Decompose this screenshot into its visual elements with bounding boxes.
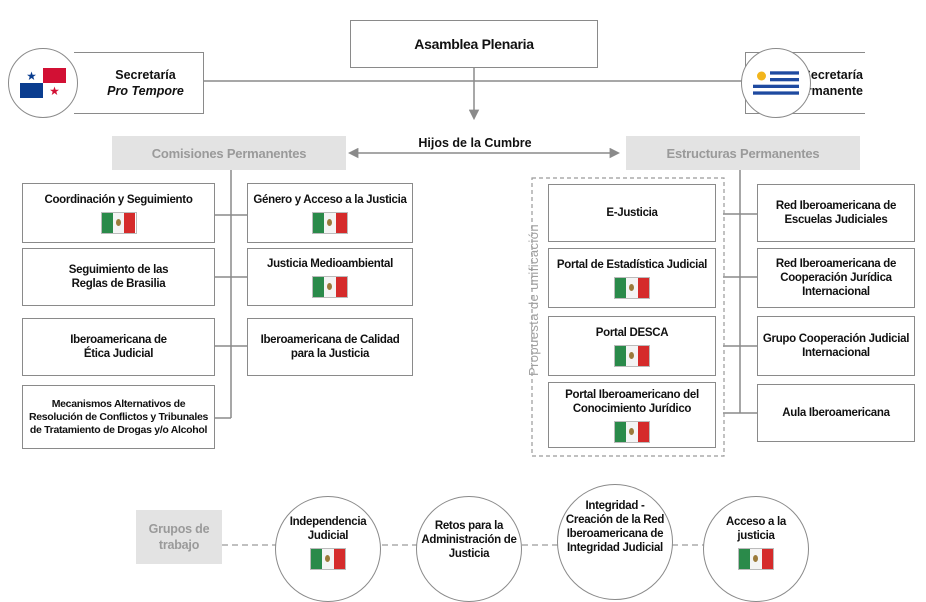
commission-reglas-brasilia-label: Seguimiento de las Reglas de Brasilia xyxy=(68,264,169,290)
structure-cooperacion-judicial-label: Grupo Cooperación Judicial Internacional xyxy=(762,333,910,359)
structure-escuelas-judiciales-label: Red Iberoamericana de Escuelas Judiciale… xyxy=(775,200,897,226)
commission-genero: Género y Acceso a la Justicia xyxy=(247,183,413,243)
mexico-flag-icon xyxy=(738,548,774,570)
structure-e-justicia-label: E-Justicia xyxy=(606,207,658,219)
mexico-flag-icon xyxy=(614,276,650,299)
structure-cooperacion-juridica: Red Iberoamericana de Cooperación Jurídi… xyxy=(757,248,915,308)
commission-etica-judicial: Iberoamericana de Ética Judicial xyxy=(22,318,215,376)
mexico-flag-icon xyxy=(100,211,137,234)
group-independencia-judicial-label: Independencia Judicial xyxy=(289,516,367,542)
secretaria-pro-tempore-line1: Secretaría xyxy=(115,68,176,82)
structure-conocimiento-juridico: Portal Iberoamericano del Conocimiento J… xyxy=(548,382,716,448)
mexico-flag-icon xyxy=(614,420,650,443)
grupos-de-trabajo-title: Grupos de trabajo xyxy=(136,510,222,564)
group-independencia-judicial: Independencia Judicial xyxy=(275,496,381,602)
commission-mecanismos-alternativos-label: Mecanismos Alternativos de Resolución de… xyxy=(28,397,209,436)
group-retos-administracion-label: Retos para la Administración de Justicia xyxy=(421,520,517,560)
uruguay-flag-icon xyxy=(741,48,811,118)
structure-portal-desca-label: Portal DESCA xyxy=(595,326,669,339)
commission-etica-judicial-label: Iberoamericana de Ética Judicial xyxy=(70,334,167,360)
commission-calidad-justicia-label: Iberoamericana de Calidad para la Justic… xyxy=(260,334,400,360)
structure-cooperacion-judicial: Grupo Cooperación Judicial Internacional xyxy=(757,316,915,376)
comisiones-permanentes-title: Comisiones Permanentes xyxy=(112,136,346,170)
commission-medioambiental-label: Justicia Medioambiental xyxy=(266,257,394,270)
structure-cooperacion-juridica-label: Red Iberoamericana de Cooperación Jurídi… xyxy=(775,258,897,298)
group-acceso-justicia-label: Acceso a la justicia xyxy=(726,516,786,542)
structure-aula-iberoamericana-label: Aula Iberoamericana xyxy=(782,407,890,419)
mexico-flag-icon xyxy=(310,548,346,570)
asamblea-plenaria-title: Asamblea Plenaria xyxy=(414,36,534,52)
secretaria-pro-tempore-label: Secretaría Pro Tempore xyxy=(74,52,204,114)
secretaria-permanente: Secretaría Permanente xyxy=(741,48,915,118)
structure-escuelas-judiciales: Red Iberoamericana de Escuelas Judiciale… xyxy=(757,184,915,242)
group-integridad: Integridad - Creación de la Red Iberoame… xyxy=(557,484,673,600)
structure-e-justicia: E-Justicia xyxy=(548,184,716,242)
mexico-flag-icon xyxy=(614,344,650,367)
commission-coordinacion: Coordinación y Seguimiento xyxy=(22,183,215,243)
commission-calidad-justicia: Iberoamericana de Calidad para la Justic… xyxy=(247,318,413,376)
asamblea-plenaria-box: Asamblea Plenaria xyxy=(350,20,598,68)
panama-flag-icon xyxy=(8,48,78,118)
hijos-de-la-cumbre-label: Hijos de la Cumbre xyxy=(412,136,538,152)
structure-estadistica-judicial-label: Portal de Estadística Judicial xyxy=(556,258,708,271)
secretaria-pro-tempore-line2: Pro Tempore xyxy=(107,84,184,98)
group-retos-administracion: Retos para la Administración de Justicia xyxy=(416,496,522,602)
commission-mecanismos-alternativos: Mecanismos Alternativos de Resolución de… xyxy=(22,385,215,449)
mexico-flag-icon xyxy=(312,275,348,298)
structure-portal-desca: Portal DESCA xyxy=(548,316,716,376)
commission-reglas-brasilia: Seguimiento de las Reglas de Brasilia xyxy=(22,248,215,306)
group-integridad-label: Integridad - Creación de la Red Iberoame… xyxy=(565,500,665,554)
commission-coordinacion-label: Coordinación y Seguimiento xyxy=(44,193,193,206)
secretaria-permanente-line1: Secretaría xyxy=(802,68,863,82)
mexico-flag-icon xyxy=(312,211,348,234)
propuesta-unificacion-label: Propuesta de unificación xyxy=(526,224,541,376)
group-acceso-justicia: Acceso a la justicia xyxy=(703,496,809,602)
estructuras-permanentes-title: Estructuras Permanentes xyxy=(626,136,860,170)
secretaria-pro-tempore: Secretaría Pro Tempore xyxy=(8,48,204,118)
structure-conocimiento-juridico-label: Portal Iberoamericano del Conocimiento J… xyxy=(565,388,699,415)
commission-genero-label: Género y Acceso a la Justicia xyxy=(253,193,407,206)
structure-aula-iberoamericana: Aula Iberoamericana xyxy=(757,384,915,442)
commission-medioambiental: Justicia Medioambiental xyxy=(247,248,413,306)
structure-estadistica-judicial: Portal de Estadística Judicial xyxy=(548,248,716,308)
